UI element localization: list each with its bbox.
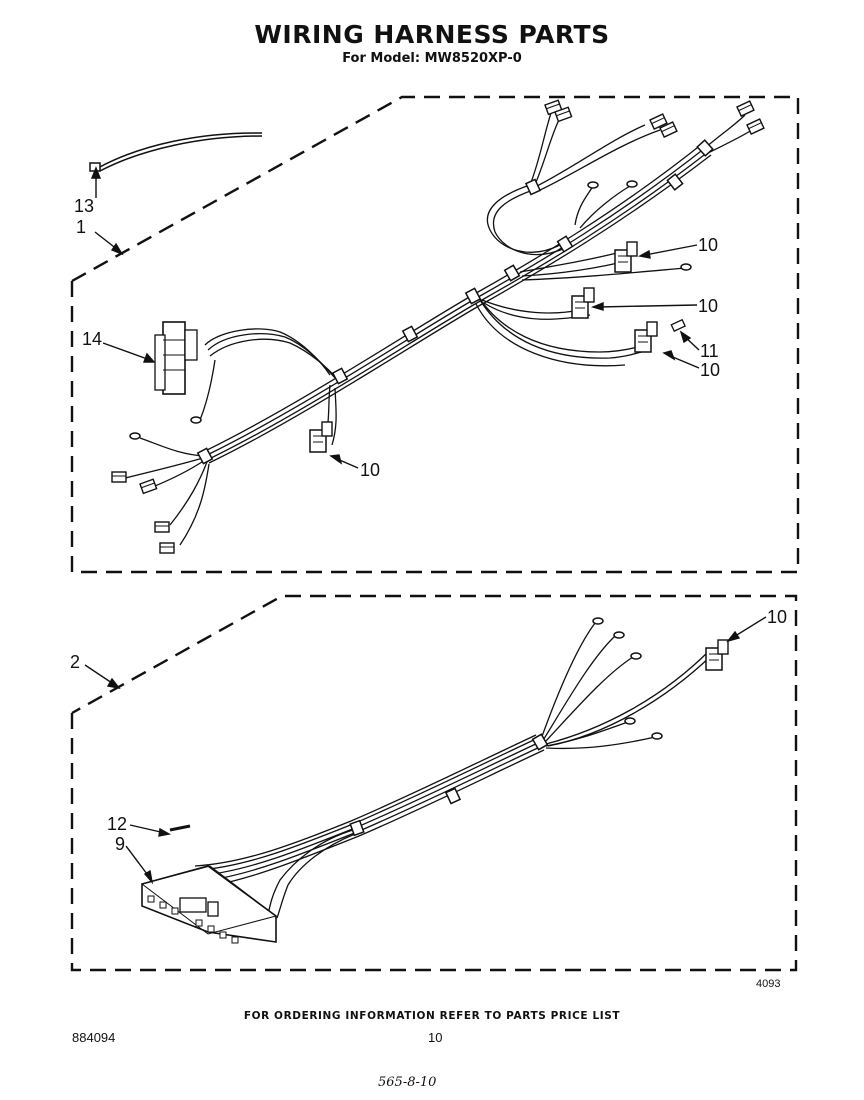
harness-1-wires <box>124 109 756 546</box>
callout-14: 14 <box>82 329 102 349</box>
harness-2-frame <box>70 594 798 972</box>
callout-10-e: 10 <box>767 607 787 627</box>
leader-lines <box>84 166 767 885</box>
callout-10-c: 10 <box>700 360 720 380</box>
callout-9: 9 <box>115 834 125 854</box>
callout-11: 11 <box>700 341 719 361</box>
part-13-wire-tie <box>89 132 263 172</box>
callout-10-d: 10 <box>360 460 380 480</box>
harness-1-terminals <box>111 99 765 554</box>
callout-numbers: 13 1 14 10 10 11 10 10 10 2 12 9 <box>70 196 787 854</box>
callout-12: 12 <box>107 814 127 834</box>
callout-2: 2 <box>70 652 80 672</box>
page-title: WIRING HARNESS PARTS <box>254 20 610 49</box>
ordering-note: FOR ORDERING INFORMATION REFER TO PARTS … <box>243 1010 621 1022</box>
document-number: 884094 <box>72 1030 116 1045</box>
model-subtitle: For Model: MW8520XP-0 <box>342 51 522 66</box>
callout-13: 13 <box>74 196 94 216</box>
callout-1: 1 <box>76 217 86 237</box>
harness-1-frame <box>70 95 800 574</box>
connector-14-shape <box>154 321 198 395</box>
connector-9-shape <box>140 865 278 944</box>
callout-10-b: 10 <box>698 296 718 316</box>
harness-2-terminals <box>140 617 729 944</box>
page-number: 10 <box>428 1030 443 1045</box>
harness-2-wires <box>194 622 713 919</box>
figure-number: 4093 <box>756 978 781 990</box>
handwritten-note: 565-8-10 <box>378 1075 437 1090</box>
callout-10-a: 10 <box>698 235 718 255</box>
harness-2-bands <box>349 733 549 837</box>
harness-1-bands <box>196 139 714 465</box>
